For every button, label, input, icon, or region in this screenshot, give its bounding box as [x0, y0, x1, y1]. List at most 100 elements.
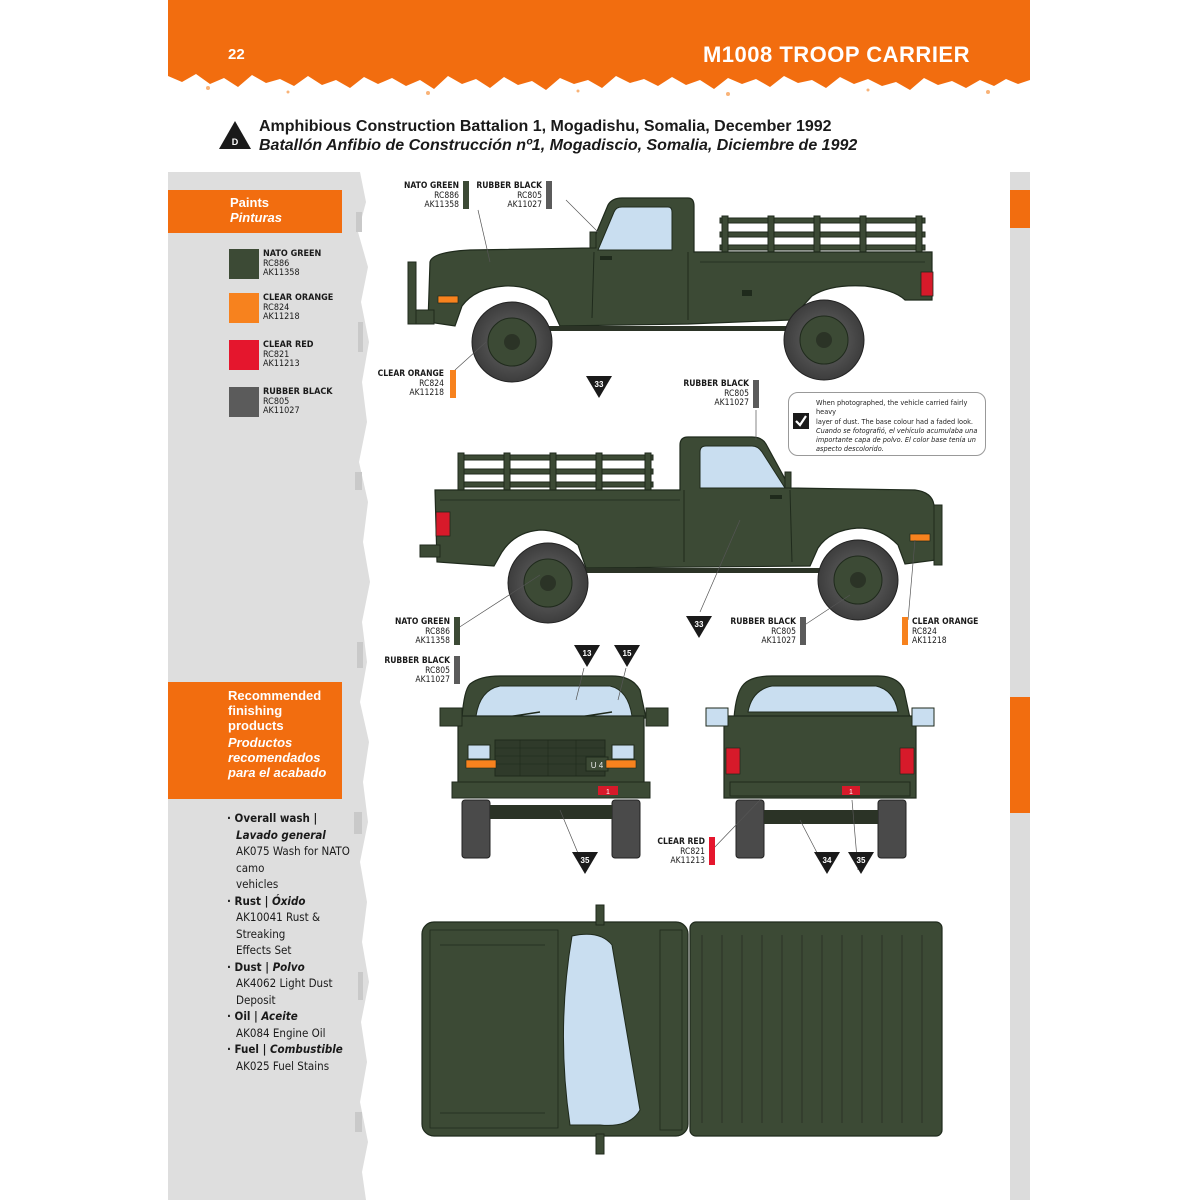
- list-item: · Fuel | Combustible: [227, 1042, 343, 1056]
- paint-code: RC824: [263, 302, 290, 313]
- svg-text:15: 15: [623, 649, 632, 658]
- paint-code: RC821: [263, 349, 290, 360]
- list-item: · Oil | Aceite: [227, 1009, 298, 1023]
- list-item: · Overall wash |: [227, 811, 318, 825]
- callout-bar-orange: [450, 370, 456, 398]
- note-text: When photographed, the vehicle carried f…: [816, 398, 978, 454]
- callout-bar-red: [709, 837, 715, 865]
- swatch-clear-orange: [229, 293, 259, 323]
- paint-label-clear-orange: CLEAR ORANGE RC824 AK11218: [263, 293, 334, 323]
- list-item-product: vehicles: [236, 877, 279, 891]
- truck-top-view: [421, 904, 943, 1155]
- front-plate-number: 1: [606, 789, 610, 796]
- decal-marker-icon: 33: [686, 616, 712, 642]
- callout-bar-orange: [902, 617, 908, 645]
- svg-text:35: 35: [581, 856, 590, 865]
- list-item-es: Lavado general: [236, 827, 326, 842]
- wheel: [507, 542, 589, 624]
- paint-name: RUBBER BLACK: [263, 387, 333, 397]
- list-item-product: AK10041 Rust & Streaking: [236, 910, 321, 941]
- paint-code: AK11358: [263, 268, 300, 278]
- paint-label-nato-green: NATO GREEN RC886 AK11358: [263, 249, 322, 279]
- scheme-title-en: Amphibious Construction Battalion 1, Mog…: [259, 118, 832, 135]
- callout-bar-black: [546, 181, 552, 209]
- list-item-product: AK4062 Light Dust Deposit: [236, 976, 333, 1007]
- paint-name: CLEAR RED: [263, 340, 314, 350]
- paint-code: AK11027: [263, 406, 300, 416]
- finishing-heading-es: recomendados: [228, 750, 321, 765]
- checkmark-icon: [793, 413, 809, 429]
- page-number: 22: [228, 46, 245, 63]
- list-item-product: AK075 Wash for NATO camo: [236, 844, 350, 875]
- swatch-clear-red: [229, 340, 259, 370]
- swatch-nato-green: [229, 249, 259, 279]
- paints-heading: Paints Pinturas: [168, 190, 342, 233]
- bumper-marking: U 4: [591, 761, 604, 770]
- callout-bar-black: [800, 617, 806, 645]
- list-item-product: Effects Set: [236, 943, 292, 957]
- wheel: [817, 539, 899, 621]
- right-edge-tab: [1010, 190, 1030, 228]
- finishing-heading-es: Productos: [228, 735, 293, 750]
- note-box: [788, 392, 986, 456]
- paint-code: RC805: [263, 396, 290, 407]
- wheel: [471, 301, 553, 383]
- svg-text:13: 13: [583, 649, 592, 658]
- scheme-marker-letter: D: [232, 137, 239, 147]
- finishing-heading-en: products: [228, 718, 284, 733]
- paint-code: AK11218: [263, 312, 300, 322]
- wheel: [783, 299, 865, 381]
- paint-label-clear-red: CLEAR RED RC821 AK11213: [263, 340, 314, 370]
- decal-marker-icon: 15: [614, 645, 640, 671]
- list-item: · Dust | Polvo: [227, 959, 305, 974]
- truck-rear-view: 1: [705, 675, 935, 871]
- rear-plate-number: 1: [849, 789, 853, 796]
- callout-bar-green: [454, 617, 460, 645]
- list-item-product: AK084 Engine Oil: [236, 1025, 326, 1040]
- finishing-heading-es: para el acabado: [228, 765, 327, 780]
- truck-right-side-view: [419, 410, 943, 631]
- decal-marker-icon: 13: [574, 645, 600, 671]
- paint-code: RC886: [263, 258, 290, 269]
- decal-marker-icon: 35: [572, 852, 598, 878]
- svg-text:33: 33: [595, 380, 604, 389]
- callout-bar-green: [463, 181, 469, 209]
- decal-marker-icon: 33: [586, 376, 612, 402]
- finishing-heading-en: Recommended: [228, 688, 322, 703]
- list-item: · Rust | Óxido: [227, 893, 306, 908]
- truck-front-view: U 4 1: [439, 667, 669, 871]
- list-item-product: AK025 Fuel Stains: [236, 1058, 330, 1073]
- paint-name: NATO GREEN: [263, 249, 322, 259]
- paints-heading-en: Paints: [230, 195, 270, 210]
- paint-name: CLEAR ORANGE: [263, 293, 334, 303]
- callout-bar-black: [753, 380, 759, 408]
- decal-marker-icon: 35: [848, 852, 874, 878]
- scheme-title-es: Batallón Anfibio de Construcción nº1, Mo…: [259, 137, 858, 154]
- right-edge-strip: [1010, 172, 1030, 1200]
- header-band: [168, 0, 1030, 96]
- callout-bar-black: [454, 656, 460, 684]
- decal-marker-icon: 34: [814, 852, 840, 878]
- truck-left-side-view: [407, 197, 934, 383]
- finishing-heading-en: finishing: [228, 703, 283, 718]
- swatch-rubber-black: [229, 387, 259, 417]
- svg-text:33: 33: [695, 620, 704, 629]
- finishing-list: · Overall wash | Lavado general AK075 Wa…: [227, 810, 372, 1074]
- scheme-marker-icon: D: [219, 121, 251, 149]
- right-edge-tab: [1010, 697, 1030, 813]
- svg-text:34: 34: [823, 856, 832, 865]
- svg-text:35: 35: [857, 856, 866, 865]
- paints-heading-es: Pinturas: [230, 210, 283, 225]
- paint-code: AK11213: [263, 359, 300, 369]
- page-title: M1008 TROOP CARRIER: [702, 42, 970, 67]
